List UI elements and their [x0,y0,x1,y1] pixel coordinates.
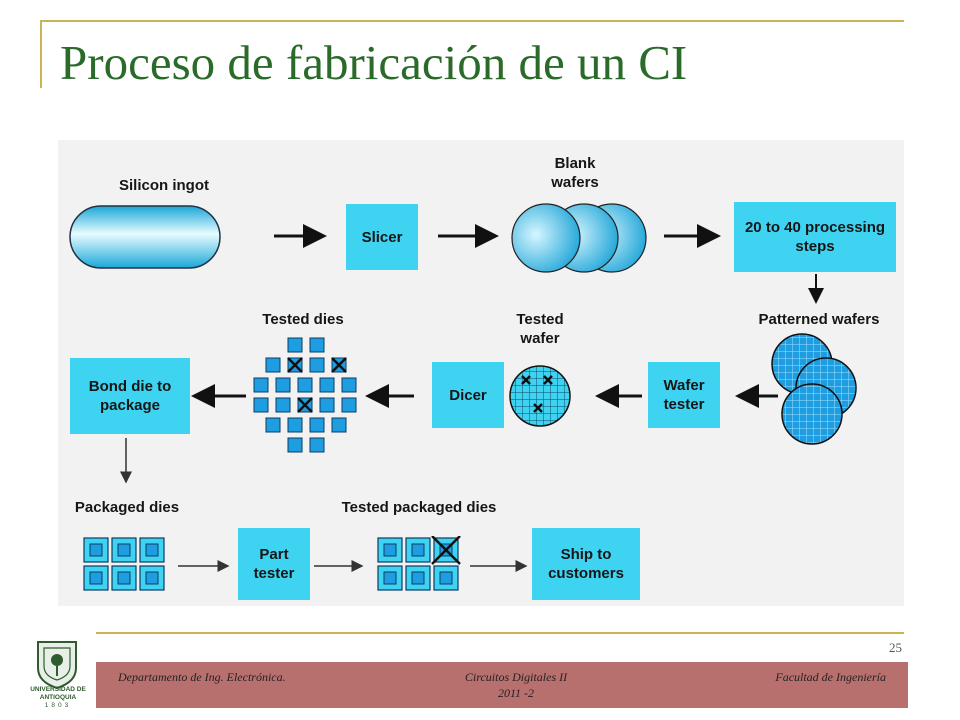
ship-to-customers-box: Ship to customers [532,528,640,600]
blank-wafers-shape [511,203,647,273]
silicon-ingot-label: Silicon ingot [119,177,209,194]
university-year-text: 1803 [44,702,72,709]
bond-die-box: Bond die to package [70,358,190,434]
tested-packaged-dies-label: Tested packaged dies [341,499,497,516]
footer-rule [96,632,904,634]
footer-course: Circuitos Digitales II [464,670,568,684]
flow-arrows [120,224,824,572]
dicer-box: Dicer [432,362,504,428]
wafer-tester-box: Wafer tester [648,362,720,428]
processing-steps-box: 20 to 40 processing steps [734,202,896,272]
left-rule [40,20,42,88]
blank-wafers-label: Blank wafers [551,155,599,191]
tested-wafer-shape [509,365,571,427]
university-name-text: UNIVERSIDAD DE ANTIOQUIA [30,686,86,701]
part-tester-box: Part tester [238,528,310,600]
university-seal-icon [37,641,77,690]
university-name: UNIVERSIDAD DE ANTIOQUIA 1803 [26,686,90,710]
page-number: 25 [889,640,902,655]
packaged-dies-shape [83,537,165,591]
packaged-dies-label: Packaged dies [74,499,180,516]
slicer-box: Slicer [346,204,418,270]
top-rule [40,20,904,22]
tested-dies-shape [253,337,357,453]
tested-packaged-dies-shape [377,536,461,591]
footer-bar: Departamento de Ing. Electrónica. Circui… [96,662,908,708]
patterned-wafers-shape [771,333,857,445]
silicon-ingot-shape [69,205,221,269]
ic-fabrication-diagram: Silicon ingot Slicer Blank wafers 20 to … [58,140,904,606]
tested-dies-label: Tested dies [262,311,344,328]
tested-wafer-label: Tested wafer [516,311,564,347]
slide-title: Proceso de fabricación de un CI [60,35,688,90]
footer-semester: 2011 -2 [497,686,535,700]
footer-faculty: Facultad de Ingeniería [775,670,886,684]
patterned-wafers-label: Patterned wafers [758,311,880,328]
footer-department: Departamento de Ing. Electrónica. [118,670,286,684]
